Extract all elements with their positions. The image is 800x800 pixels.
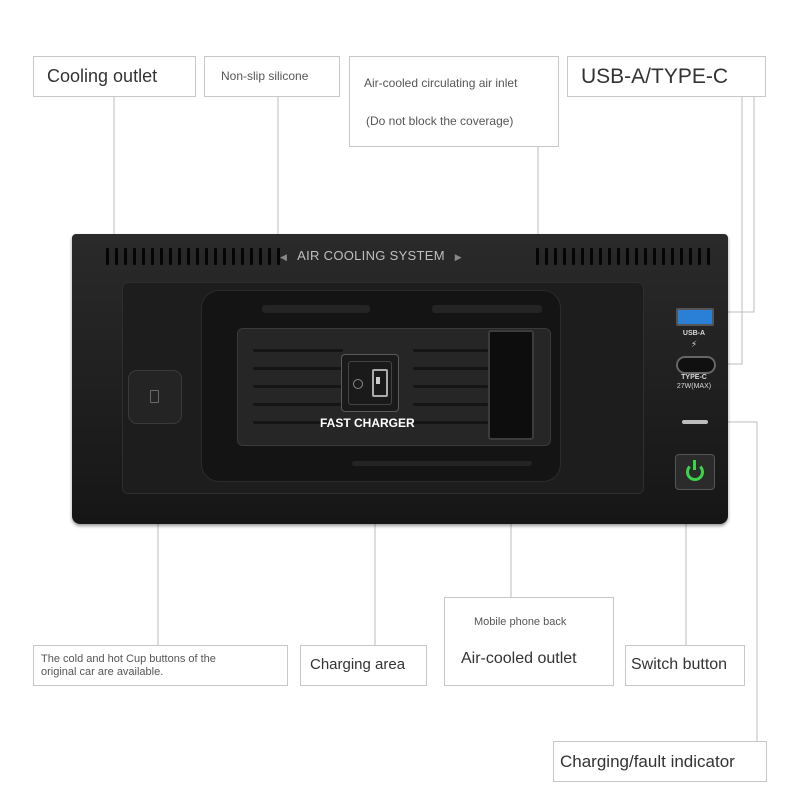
- leader-usb-a: [722, 96, 755, 313]
- callout-cup-buttons-line1: The cold and hot Cup buttons of the: [41, 653, 216, 665]
- callout-phone-back-label: Mobile phone back: [474, 616, 567, 628]
- callout-air-inlet: Air-cooled circulating air inlet (Do not…: [349, 56, 559, 147]
- power-button[interactable]: [675, 454, 715, 490]
- callout-non-slip-silicone-label: Non-slip silicone: [221, 69, 309, 83]
- silicone-strip-right: [432, 305, 542, 313]
- callout-cooling-outlet: Cooling outlet: [33, 56, 196, 97]
- callout-air-inlet-line1: Air-cooled circulating air inlet: [364, 76, 518, 90]
- usb-a-port[interactable]: [676, 308, 714, 326]
- callout-indicator: Charging/fault indicator: [553, 741, 767, 782]
- callout-air-inlet-line2: (Do not block the coverage): [366, 114, 514, 128]
- arrow-right-icon: ▶: [454, 252, 463, 262]
- callout-indicator-label: Charging/fault indicator: [560, 752, 735, 771]
- callout-air-cooled-outlet-label: Air-cooled outlet: [461, 650, 577, 667]
- callout-cup-buttons: The cold and hot Cup buttons of the orig…: [33, 645, 288, 686]
- cooling-vents-left: [106, 248, 280, 265]
- callout-cooling-outlet-label: Cooling outlet: [47, 66, 158, 86]
- callout-switch-button-label: Switch button: [631, 656, 728, 673]
- silicone-strip-left: [262, 305, 370, 313]
- usb-a-label: USB-A: [682, 330, 706, 337]
- callout-charging-area-label: Charging area: [310, 656, 406, 673]
- callout-usb-types: USB-A/TYPE-C: [567, 56, 766, 97]
- wireless-charging-icon: [341, 354, 399, 412]
- callout-cup-buttons-line2: original car are available.: [41, 666, 164, 678]
- type-c-port[interactable]: [676, 356, 716, 374]
- air-cooled-outlet-slot: [488, 330, 534, 440]
- callout-usb-types-label: USB-A/TYPE-C: [581, 65, 729, 88]
- type-c-label: TYPE-C: [681, 374, 707, 381]
- leader-indicator: [716, 421, 758, 744]
- power-icon: [686, 463, 704, 481]
- callout-switch-button: Switch button: [625, 645, 745, 686]
- arrow-left-icon: ◀: [280, 252, 288, 262]
- silicone-strip-bottom: [352, 461, 532, 466]
- status-indicator-light: [682, 420, 708, 424]
- callout-non-slip-silicone: Non-slip silicone: [204, 56, 340, 97]
- fast-charger-label: FAST CHARGER: [320, 416, 415, 430]
- callout-charging-area: Charging area: [300, 645, 427, 686]
- air-cooling-system-label: ◀ AIR COOLING SYSTEM ▶: [280, 248, 462, 263]
- cooling-vents-right: [536, 248, 710, 265]
- lightning-icon: ⚡: [690, 339, 698, 349]
- type-c-power-label: 27W(MAX): [676, 383, 712, 390]
- cup-button-icon: [150, 390, 159, 403]
- callout-air-cooled-outlet: Mobile phone back Air-cooled outlet: [444, 597, 614, 686]
- wireless-charger-device: USB-A ⚡ TYPE-C 27W(MAX): [72, 234, 728, 524]
- air-cooling-system-text: AIR COOLING SYSTEM: [297, 248, 445, 263]
- cup-button[interactable]: [128, 370, 182, 424]
